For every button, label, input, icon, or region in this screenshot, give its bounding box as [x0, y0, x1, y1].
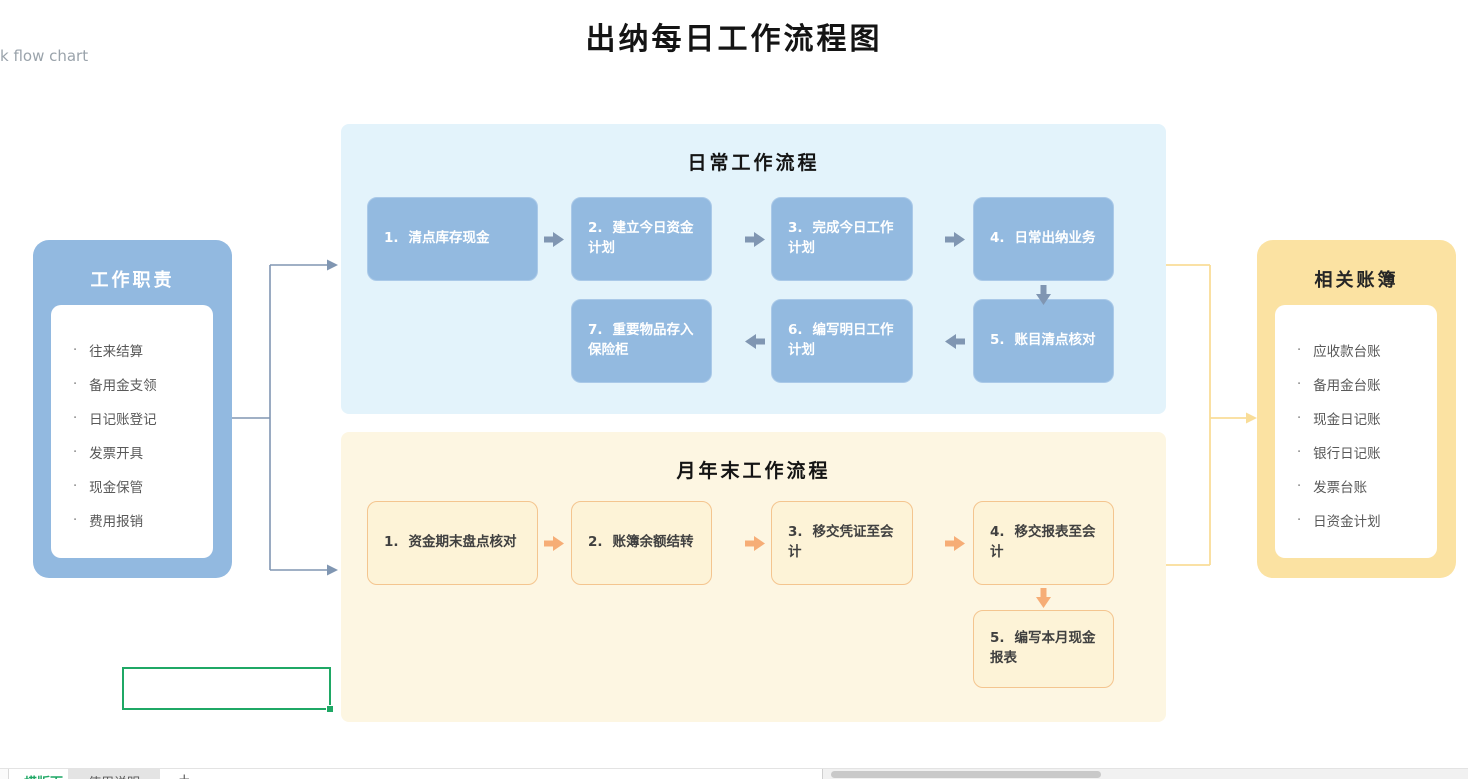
sheet-nav-stub[interactable]	[0, 769, 9, 779]
page-title: 出纳每日工作流程图	[585, 22, 883, 57]
bullet-dot-icon: ·	[1297, 410, 1302, 426]
arrow-down-icon	[1036, 285, 1051, 305]
bullet-dot-icon: ·	[73, 512, 78, 528]
bullet-dot-icon: ·	[1297, 376, 1302, 392]
list-item: ·备用金支领	[73, 376, 157, 395]
list-item: ·应收款台账	[1297, 342, 1381, 361]
fill-handle[interactable]	[326, 705, 334, 713]
bullet-dot-icon: ·	[73, 444, 78, 460]
cell-selection-rectangle[interactable]	[122, 667, 334, 713]
arrow-right-icon	[745, 232, 765, 247]
arrow-right-icon	[544, 232, 564, 247]
related-ledgers-shape[interactable]: 相关账簿 ·应收款台账 ·备用金台账 ·现金日记账 ·银行日记账 ·发票台账 ·…	[1257, 240, 1456, 578]
flow-step-daily-5[interactable]: 5.账目清点核对	[973, 299, 1114, 383]
related-ledgers-title: 相关账簿	[1314, 270, 1399, 291]
bullet-dot-icon: ·	[1297, 444, 1302, 460]
list-item: ·现金日记账	[1297, 410, 1381, 429]
arrow-right-icon	[945, 536, 965, 551]
flow-step-daily-3[interactable]: 3.完成今日工作计划	[771, 197, 913, 281]
bullet-dot-icon: ·	[73, 342, 78, 358]
flow-step-daily-2[interactable]: 2.建立今日资金计划	[571, 197, 712, 281]
list-item: ·日记账登记	[73, 410, 157, 429]
list-item: ·日资金计划	[1297, 512, 1381, 531]
list-item: ·备用金台账	[1297, 376, 1381, 395]
monthly-flow-title: 月年末工作流程	[676, 460, 831, 482]
list-item: ·费用报销	[73, 512, 144, 531]
scrollbar-thumb[interactable]	[831, 771, 1101, 778]
add-sheet-button[interactable]: +	[178, 770, 191, 779]
arrow-right-icon	[544, 536, 564, 551]
responsibilities-list: ·往来结算 ·备用金支领 ·日记账登记 ·发票开具 ·现金保管 ·费用报销	[51, 305, 213, 558]
sheet-tab-instructions[interactable]: 使用说明	[68, 769, 160, 779]
sheet-tab-bar: 横版面 使用说明 +	[0, 768, 1468, 779]
responsibilities-shape[interactable]: 工作职责 ·往来结算 ·备用金支领 ·日记账登记 ·发票开具 ·现金保管 ·费用…	[33, 240, 232, 578]
related-ledgers-list: ·应收款台账 ·备用金台账 ·现金日记账 ·银行日记账 ·发票台账 ·日资金计划	[1275, 305, 1437, 558]
flow-step-daily-1[interactable]: 1.清点库存现金	[367, 197, 538, 281]
list-item: ·现金保管	[73, 478, 144, 497]
bullet-dot-icon: ·	[73, 478, 78, 494]
daily-flow-title: 日常工作流程	[687, 152, 820, 174]
flow-step-daily-4[interactable]: 4.日常出纳业务	[973, 197, 1114, 281]
list-item: ·往来结算	[73, 342, 144, 361]
flow-step-daily-6[interactable]: 6.编写明日工作计划	[771, 299, 913, 383]
arrow-left-icon	[745, 334, 765, 349]
bullet-dot-icon: ·	[73, 376, 78, 392]
flow-step-monthly-4[interactable]: 4.移交报表至会计	[973, 501, 1114, 585]
corner-watermark-text: k flow chart	[0, 47, 89, 65]
responsibilities-title: 工作职责	[90, 270, 175, 291]
sheet-tab-active[interactable]: 横版面	[10, 769, 78, 779]
arrow-right-icon	[745, 536, 765, 551]
list-item: ·银行日记账	[1297, 444, 1381, 463]
bullet-dot-icon: ·	[73, 410, 78, 426]
arrow-left-icon	[945, 334, 965, 349]
flow-step-monthly-2[interactable]: 2.账簿余额结转	[571, 501, 712, 585]
horizontal-scrollbar[interactable]	[822, 769, 1468, 779]
list-item: ·发票台账	[1297, 478, 1368, 497]
bullet-dot-icon: ·	[1297, 342, 1302, 358]
arrow-right-icon	[945, 232, 965, 247]
arrow-down-icon	[1036, 588, 1051, 608]
flow-step-monthly-3[interactable]: 3.移交凭证至会计	[771, 501, 913, 585]
flow-step-daily-7[interactable]: 7.重要物品存入保险柜	[571, 299, 712, 383]
bullet-dot-icon: ·	[1297, 512, 1302, 528]
flow-step-monthly-5[interactable]: 5.编写本月现金报表	[973, 610, 1114, 688]
bullet-dot-icon: ·	[1297, 478, 1302, 494]
flow-step-monthly-1[interactable]: 1.资金期末盘点核对	[367, 501, 538, 585]
list-item: ·发票开具	[73, 444, 144, 463]
